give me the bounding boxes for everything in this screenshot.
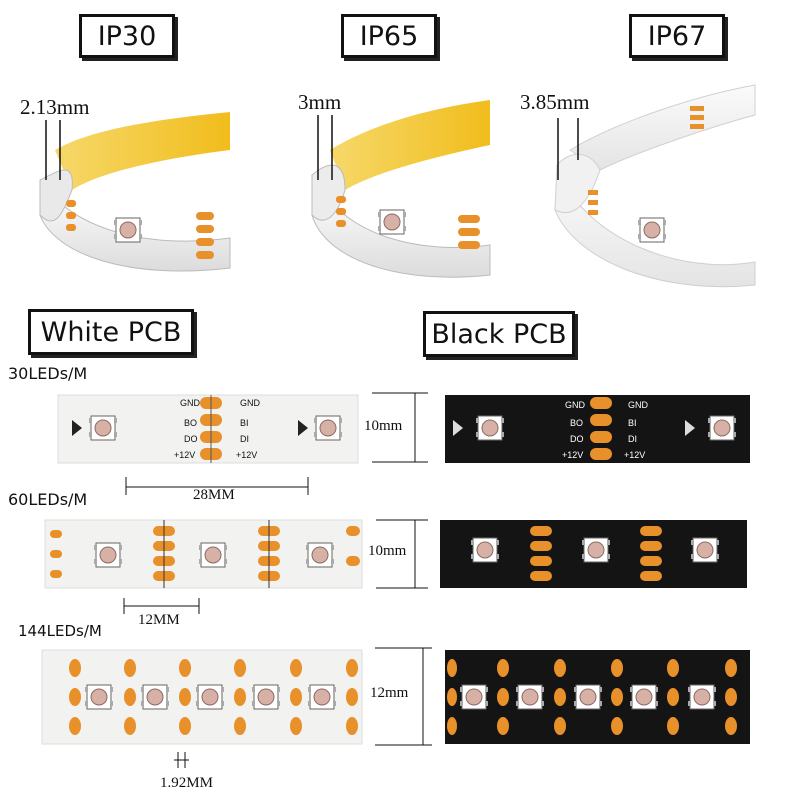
strip-144-black bbox=[445, 650, 750, 744]
spacing-30-label: 28MM bbox=[193, 487, 235, 503]
strip-30-white bbox=[57, 394, 359, 464]
pad-label-do: DO bbox=[570, 434, 584, 444]
white-pcb-label: White PCB bbox=[28, 309, 194, 355]
width-30-label: 10mm bbox=[364, 418, 403, 434]
pad-label-bo: BO bbox=[184, 418, 198, 428]
pad-label-12v: +12V bbox=[624, 450, 646, 460]
ip30-strip-image bbox=[39, 112, 231, 272]
pad-label-gnd: GND bbox=[180, 398, 200, 408]
pad-label-12v: +12V bbox=[562, 450, 584, 460]
width-144-label: 12mm bbox=[370, 685, 409, 701]
strip-60-black bbox=[440, 520, 747, 588]
density-30-label: 30LEDs/M bbox=[8, 364, 88, 383]
pad-label-bi: BI bbox=[240, 418, 249, 428]
pad-label-gnd: GND bbox=[240, 398, 260, 408]
pad-label-bo: BO bbox=[570, 418, 584, 428]
strip-60-white bbox=[44, 519, 363, 589]
ip67-label: IP67 bbox=[629, 14, 725, 58]
ip30-thickness: 2.13mm bbox=[20, 95, 90, 119]
ip65-strip-image bbox=[311, 100, 491, 278]
spacing-144-label: 1.92MM bbox=[160, 775, 213, 791]
ip65-label: IP65 bbox=[341, 14, 437, 58]
pad-label-bi: BI bbox=[628, 418, 637, 428]
strip-144-white bbox=[41, 649, 363, 745]
pad-label-di: DI bbox=[628, 434, 637, 444]
density-60-label: 60LEDs/M bbox=[8, 490, 88, 509]
pad-label-di: DI bbox=[240, 434, 249, 444]
pad-label-gnd: GND bbox=[628, 400, 648, 410]
pad-label-12v: +12V bbox=[174, 450, 196, 460]
pad-label-12v: +12V bbox=[236, 450, 258, 460]
ip67-strip-image bbox=[554, 84, 756, 288]
density-144-label: 144LEDs/M bbox=[18, 622, 102, 640]
ip30-label: IP30 bbox=[79, 14, 175, 58]
ip67-thickness: 3.85mm bbox=[520, 90, 590, 114]
strip-30-black bbox=[445, 395, 750, 463]
pad-label-do: DO bbox=[184, 434, 198, 444]
black-pcb-label: Black PCB bbox=[423, 311, 575, 357]
spacing-60-label: 12MM bbox=[138, 612, 180, 628]
pad-label-gnd: GND bbox=[565, 400, 585, 410]
ip65-thickness: 3mm bbox=[298, 90, 342, 114]
width-60-label: 10mm bbox=[368, 543, 407, 559]
